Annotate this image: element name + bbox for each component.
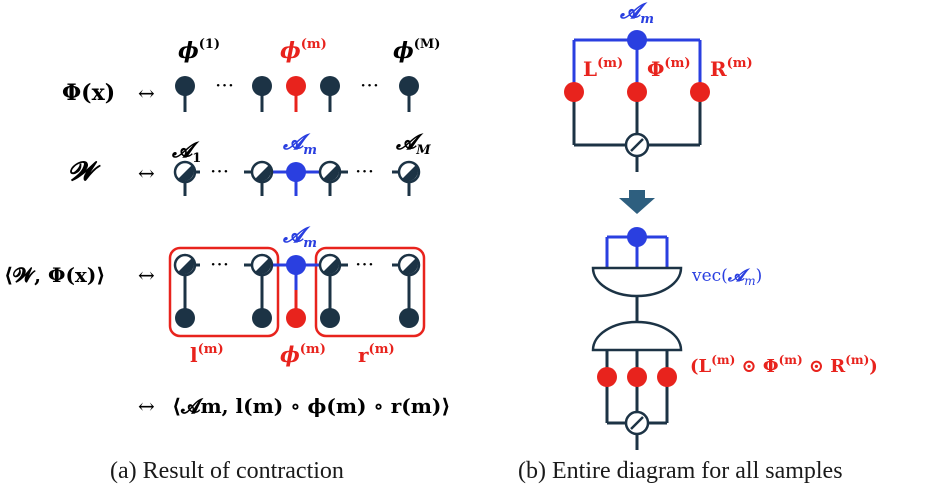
ellipsis: ··· [355, 252, 374, 276]
phi-m-node [286, 308, 306, 328]
R-node [690, 82, 710, 102]
core-node [397, 160, 421, 184]
caption-a: (a) Result of contraction [110, 458, 344, 484]
equiv-arrow: ↔ [138, 81, 155, 105]
core-node [318, 160, 342, 184]
phi-node [399, 76, 419, 96]
vectorize-node [591, 266, 683, 298]
phi-nodes: ··· ··· [175, 73, 419, 112]
contraction-core-label: 𝓐m [282, 222, 317, 251]
mps-chain: ··· ··· [173, 159, 421, 196]
L-label: L(m) [583, 56, 623, 81]
result-expression: ⟨𝓐m, l(m) ∘ ϕ(m) ∘ r(m)⟩ [172, 394, 451, 418]
w-label: 𝓦 [68, 157, 101, 187]
R-label: R(m) [710, 56, 753, 81]
left-env-label: l(m) [190, 342, 224, 367]
core-m-node [286, 255, 306, 275]
phi-x-label: Φ(x) [62, 80, 115, 106]
contraction-network: ··· ··· [168, 246, 426, 338]
Phi-label: Φ(m) [647, 56, 690, 81]
bottom-network [591, 227, 683, 450]
phi-m-label: ϕ(m) [280, 37, 327, 64]
ellipsis: ··· [210, 252, 229, 276]
phi-M-label: ϕ(M) [393, 37, 440, 64]
down-arrow-icon [619, 190, 655, 214]
phi-node [175, 76, 195, 96]
phi-m-bottom-label: ϕ(m) [280, 342, 326, 367]
ellipsis: ··· [355, 159, 374, 183]
phi-node [175, 308, 195, 328]
copy-tensor-icon [624, 132, 650, 158]
panel-b: 𝓐m L(m) Φ(m) R(m) [518, 0, 878, 484]
bottom-core-node [627, 227, 647, 247]
Phi-node [627, 82, 647, 102]
copy-tensor-icon [624, 410, 650, 436]
ellipsis: ··· [360, 73, 379, 97]
top-core-node [627, 30, 647, 50]
L-node [564, 82, 584, 102]
core-m-node [286, 162, 306, 182]
vec-label: vec(𝓐m) [691, 266, 762, 288]
core-node [397, 253, 421, 277]
equiv-arrow: ↔ [138, 161, 155, 185]
core-node [173, 253, 197, 277]
top-core-label: 𝓐m [619, 0, 654, 27]
phi-m-node [286, 76, 306, 96]
top-network [564, 30, 710, 172]
hadamard-label: (L(m) ⊙ Φ(m) ⊙ R(m)) [690, 353, 878, 377]
core-node [318, 253, 342, 277]
ellipsis: ··· [215, 73, 234, 97]
phi-node [252, 76, 272, 96]
right-env-label: r(m) [358, 342, 395, 367]
phi-node [320, 76, 340, 96]
devectorize-node [591, 320, 683, 352]
ellipsis: ··· [210, 159, 229, 183]
right-env-box [314, 246, 426, 338]
phi-node [399, 308, 419, 328]
inner-product-label: ⟨𝓦, Φ(x)⟩ [4, 263, 105, 287]
R-node [657, 367, 677, 387]
phi-node [320, 308, 340, 328]
phi-node [252, 308, 272, 328]
phi-1-label: ϕ(1) [178, 37, 220, 64]
panel-a: Φ(x) ↔ ϕ(1) ϕ(m) ϕ(M) ··· ··· 𝓦 ↔ 𝓐1 𝓐m … [4, 37, 451, 484]
L-node [597, 367, 617, 387]
equiv-arrow: ↔ [138, 263, 155, 287]
core-node [173, 160, 197, 184]
Phi-node [627, 367, 647, 387]
caption-b: (b) Entire diagram for all samples [518, 458, 843, 484]
core-node [250, 253, 274, 277]
core-node [250, 160, 274, 184]
equiv-arrow: ↔ [138, 394, 155, 418]
left-env-box [168, 246, 280, 338]
core-m-label: 𝓐m [282, 129, 317, 158]
core-M-label: 𝓐M [395, 129, 431, 158]
